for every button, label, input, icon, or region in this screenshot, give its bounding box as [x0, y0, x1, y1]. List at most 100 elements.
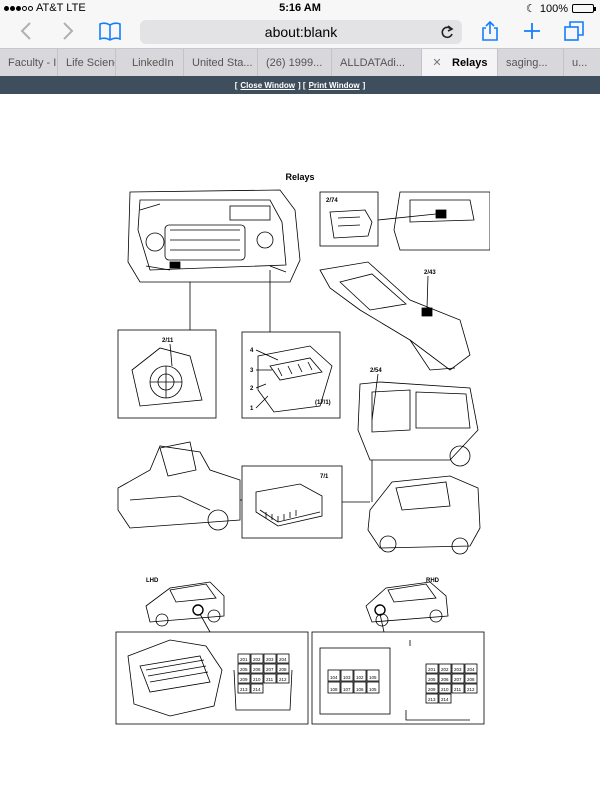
tab-label: saging...: [506, 56, 548, 69]
battery-info: ☾ 100%: [525, 2, 596, 15]
tab-united-states[interactable]: United Sta...: [184, 49, 258, 76]
rhd-fuse-number: 106: [356, 687, 364, 692]
tab-faculty[interactable]: Faculty - I: [0, 49, 58, 76]
rhd-fuse-number: 105: [369, 675, 377, 680]
tab-linkedin[interactable]: LinkedIn: [116, 49, 184, 76]
label-7-1: 7/1: [320, 474, 329, 480]
rhd-relay-cell: [438, 663, 452, 674]
close-tab-icon[interactable]: ✕: [432, 57, 442, 69]
label-relay-3: 3: [250, 368, 254, 374]
carrier-info: AT&T LTE: [4, 2, 86, 14]
tab-label: Relays: [452, 56, 488, 69]
trunk-open-illustration: [117, 441, 241, 531]
rhd-relay-number: 211: [454, 687, 462, 692]
rhd-relay-cell: [451, 663, 465, 674]
rhd-relay-number: 206: [441, 677, 449, 682]
new-tab-button[interactable]: [518, 18, 546, 44]
rhd-relay-number: 212: [467, 687, 475, 692]
lhd-relay-cell: [250, 663, 264, 674]
relay-2-74-detail: 2/74: [319, 191, 379, 247]
rhd-fuse-number: 104: [330, 675, 338, 680]
lhd-relay-cell: [263, 653, 277, 664]
rhd-relay-cell: [438, 683, 452, 694]
rhd-fuse-number: 108: [330, 687, 338, 692]
lhd-relay-number: 207: [266, 667, 274, 672]
rhd-relay-number: 213: [428, 697, 436, 702]
tab-label: ALLDATAdi...: [340, 56, 406, 69]
relay-2-11-detail: 2/11: [117, 329, 217, 419]
lhd-relay-cell: [276, 673, 290, 684]
dashboard-illustration: [377, 191, 491, 251]
rhd-relay-number: 201: [428, 667, 436, 672]
lhd-relay-cell: [263, 663, 277, 674]
book-icon: [99, 22, 121, 41]
tab-alldata[interactable]: ALLDATAdi...: [332, 49, 422, 76]
reload-button[interactable]: [440, 24, 454, 43]
rhd-relay-number: 208: [467, 677, 475, 682]
label-2-43: 2/43: [424, 270, 436, 276]
bracket-separator: ] [: [298, 80, 306, 90]
rhd-relay-cell: [464, 673, 478, 684]
rhd-fuse-number: 107: [343, 687, 351, 692]
lhd-relay-cell: [237, 683, 251, 694]
share-icon: [482, 20, 498, 41]
rhd-fuse-number: 103: [343, 675, 351, 680]
rhd-relay-cell: [425, 683, 439, 694]
share-button[interactable]: [476, 18, 504, 44]
battery-percent: 100%: [539, 2, 568, 15]
tab-label: LinkedIn: [132, 56, 174, 69]
lhd-relay-number: 214: [253, 687, 261, 692]
rhd-relay-number: 204: [467, 667, 475, 672]
label-relay-1: 1: [250, 406, 254, 412]
tab-life-science[interactable]: Life Scienc: [58, 49, 116, 76]
tab-messaging[interactable]: saging...: [498, 49, 564, 76]
forward-button[interactable]: [54, 18, 82, 44]
lhd-relay-cell: [250, 653, 264, 664]
tab-26-1999[interactable]: (26) 1999...: [258, 49, 332, 76]
lhd-relay-number: 213: [240, 687, 248, 692]
tabs-overview-button[interactable]: [560, 18, 588, 44]
rhd-relay-number: 209: [428, 687, 436, 692]
print-window-link[interactable]: Print Window: [308, 80, 360, 90]
label-2-11: 2/11: [162, 338, 174, 344]
relay-2-54-illustration: 2/54: [357, 368, 479, 467]
battery-icon: [572, 4, 596, 13]
rhd-relay-cell: [464, 683, 478, 694]
moon-icon: ☾: [525, 3, 536, 15]
center-console-illustration: 2/43: [319, 261, 471, 371]
signal-icon: [4, 5, 33, 11]
rhd-fuse-cell: [366, 669, 380, 682]
rhd-relay-number: 214: [441, 697, 449, 702]
rhd-relay-cell: [438, 673, 452, 684]
address-bar[interactable]: about:blank: [140, 20, 462, 44]
label-relay-2: 2: [250, 386, 254, 392]
lhd-relay-cell: [237, 673, 251, 684]
label-rhd: RHD: [426, 578, 440, 584]
plus-icon: [524, 23, 540, 39]
rhd-relay-cell: [438, 693, 452, 704]
relay-7-1-detail: 7/1: [241, 465, 343, 539]
bookmarks-button[interactable]: [96, 18, 124, 44]
tab-relays[interactable]: ✕ Relays: [422, 49, 498, 76]
label-lhd: LHD: [146, 578, 159, 584]
tab-label: Life Scienc: [66, 56, 116, 69]
diagram-title: Relays: [285, 172, 315, 182]
lhd-relay-cell: [250, 683, 264, 694]
lhd-relay-cell: [237, 653, 251, 664]
rhd-fuse-cell: [340, 681, 354, 694]
lhd-relay-cell: [237, 663, 251, 674]
lhd-relay-number: 202: [253, 657, 261, 662]
rhd-relay-cell: [451, 673, 465, 684]
chevron-right-icon: [63, 22, 74, 40]
tab-label: United Sta...: [192, 56, 253, 69]
close-window-link[interactable]: Close Window: [240, 80, 295, 90]
rhd-fuse-cell: [353, 681, 367, 694]
reload-icon: [441, 25, 454, 39]
tab-last[interactable]: u...: [564, 49, 600, 76]
tabs-icon: [564, 21, 584, 41]
lhd-relay-number: 205: [240, 667, 248, 672]
lhd-relay-cell: [276, 663, 290, 674]
back-button[interactable]: [12, 18, 40, 44]
